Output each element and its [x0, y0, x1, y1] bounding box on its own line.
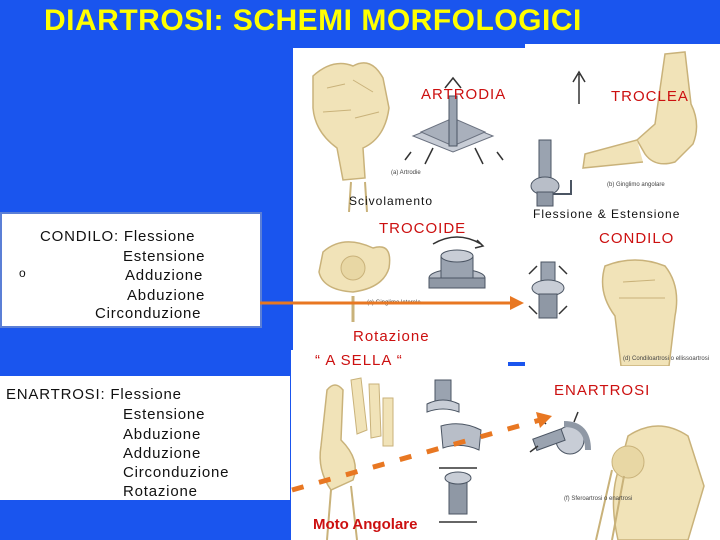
condilo-movement-item: Circonduzione [95, 305, 201, 322]
condilo-movement-item: Adduzione [125, 267, 203, 284]
condilo-illustration [525, 226, 720, 366]
enartrosi-movement-item: Adduzione [123, 445, 201, 462]
artrodia-illustration [293, 48, 525, 212]
troclea-illustration [525, 44, 720, 226]
condilo-movements-box: CONDILO: Flessione Estensione o Adduzion… [0, 212, 262, 328]
enartrosi-movement-item: Estensione [123, 406, 205, 423]
artrodia-panel: ARTRODIA (a) Artrodie Scivolamento [293, 48, 525, 212]
troclea-movement-label: Flessione & Estensione [533, 207, 680, 221]
troclea-label: TROCLEA [611, 88, 689, 105]
sella-label: “ A SELLA “ [315, 352, 403, 369]
condilo-caption: (d) Condiloartrosi o ellissoartrosi [623, 356, 709, 362]
artrodia-movement-label: Scivolamento [349, 194, 433, 208]
enartrosi-movement-item: Circonduzione [123, 464, 229, 481]
sella-panel: “ A SELLA “ Moto Angolare [291, 350, 508, 540]
enartrosi-label: ENARTROSI [554, 382, 650, 399]
trocoide-label: TROCOIDE [379, 220, 466, 237]
sella-movement-label: Moto Angolare [313, 516, 417, 533]
condilo-movement-item: Estensione [123, 248, 205, 265]
enartrosi-movement-item: Rotazione [123, 483, 198, 500]
artrodia-caption: (a) Artrodie [391, 170, 421, 176]
condilo-label: CONDILO [599, 230, 674, 247]
page-title: DIARTROSI: SCHEMI MORFOLOGICI [44, 4, 582, 38]
troclea-caption: (b) Ginglimo angolare [607, 182, 665, 188]
enartrosi-panel: ENARTROSI (f) Sferoartrosi o enartrosi [508, 366, 720, 540]
condilo-panel: CONDILO (d) Condiloartrosi o ellissoartr… [525, 226, 720, 366]
sella-illustration [291, 350, 508, 540]
enartrosi-movement-item: Abduzione [123, 426, 201, 443]
condilo-heading: CONDILO: Flessione [40, 228, 195, 245]
enartrosi-movements-box: ENARTROSI: Flessione Estensione Abduzion… [0, 376, 290, 500]
troclea-panel: TROCLEA (b) Ginglimo angolare Flessione … [525, 44, 720, 226]
enartrosi-heading: ENARTROSI: Flessione [6, 386, 182, 403]
trocoide-movement-label: Rotazione [353, 328, 430, 345]
condilo-movement-item: Abduzione [127, 287, 205, 304]
bullet-marker: o [19, 266, 26, 280]
trocoide-panel: TROCOIDE (c) Ginglimo laterale Rotazione [293, 212, 525, 362]
artrodia-label: ARTRODIA [421, 86, 506, 103]
trocoide-caption: (c) Ginglimo laterale [367, 300, 421, 306]
enartrosi-caption: (f) Sferoartrosi o enartrosi [564, 496, 632, 502]
